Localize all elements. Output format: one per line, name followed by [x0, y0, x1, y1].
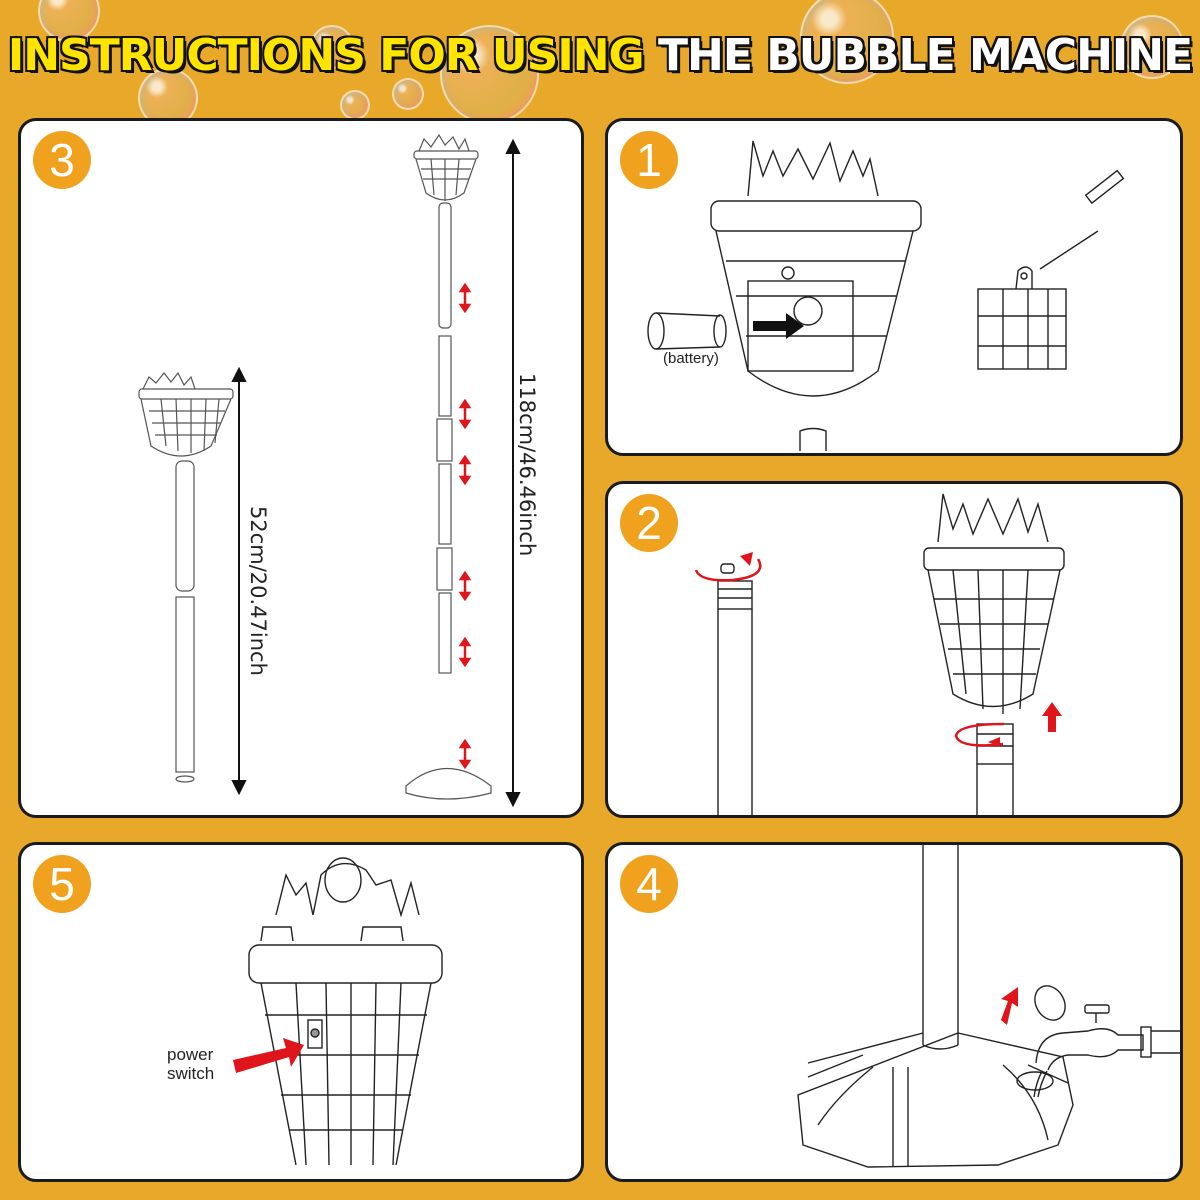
page-title: INSTRUCTIONS FOR USING THE BUBBLE MACHIN… [0, 29, 1200, 82]
battery-install-illustration [647, 140, 1125, 451]
title-main: THE BUBBLE MACHINE [657, 29, 1194, 82]
tall-height-label: 118cm/46.46inch [515, 373, 539, 557]
title-highlight: INSTRUCTIONS FOR USING [7, 29, 646, 82]
step-1-panel: 1 (battery) [605, 118, 1183, 456]
step-3-panel: 3 [18, 118, 584, 818]
short-height-label: 52cm/20.47inch [246, 506, 270, 676]
step-badge: 2 [620, 494, 678, 552]
step-4-panel: 4 [605, 842, 1183, 1182]
power-switch-label-line1: power [167, 1045, 214, 1064]
bubble-decoration [310, 25, 354, 69]
bubble-decoration [1120, 15, 1184, 79]
fill-base-with-water-illustration [797, 845, 1180, 1168]
unscrew-cap-attach-head-illustration [694, 493, 1065, 815]
power-switch-label-line2: switch [167, 1064, 215, 1083]
step-5-panel: 5 power switch [18, 842, 584, 1182]
assembled-dimensions-illustration [138, 133, 521, 808]
power-switch-label: power switch [167, 1045, 214, 1083]
step-2-panel: 2 [605, 481, 1183, 818]
bubble-decoration [392, 78, 424, 110]
bubble-decoration [340, 90, 370, 120]
step-badge: 4 [620, 855, 678, 913]
bubble-decoration [800, 0, 894, 84]
step-badge: 1 [620, 131, 678, 189]
battery-label: (battery) [663, 350, 719, 367]
power-switch-illustration [233, 857, 443, 1166]
step-badge: 3 [33, 131, 91, 189]
step-badge: 5 [33, 855, 91, 913]
